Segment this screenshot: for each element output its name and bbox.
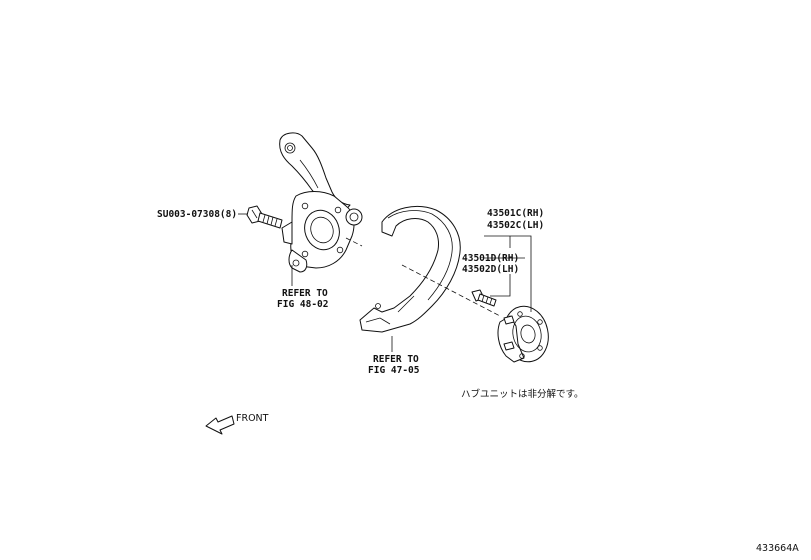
hub-part-number-lh[interactable]: 43502C(LH) (487, 220, 544, 231)
brake-dust-shield[interactable] (359, 206, 461, 333)
front-label: FRONT (236, 413, 269, 424)
knuckle-bolt[interactable] (246, 205, 283, 229)
hub-stud[interactable] (471, 289, 497, 307)
front-arrow-icon (205, 415, 235, 435)
assembly-centerline (345, 237, 501, 317)
stud-part-number-lh[interactable]: 43502D(LH) (462, 264, 519, 275)
knuckle-reference-line2[interactable]: FIG 48-02 (277, 299, 328, 310)
hub-part-number-rh[interactable]: 43501C(RH) (487, 208, 544, 219)
hub-bearing-unit[interactable] (497, 302, 553, 366)
shield-reference-line1[interactable]: REFER TO (373, 354, 419, 365)
steering-knuckle[interactable] (279, 132, 363, 273)
hub-unit-note: ハブユニットは非分解です。 (461, 388, 584, 400)
knuckle-reference-line1[interactable]: REFER TO (282, 288, 328, 299)
illustration-id: 433664A (756, 543, 799, 554)
shield-reference-line2[interactable]: FIG 47-05 (368, 365, 420, 376)
leader-lines (238, 213, 532, 352)
bolt-part-number[interactable]: SU003-07308(8) (157, 209, 237, 220)
stud-part-number-rh[interactable]: 43501D(RH) (462, 253, 519, 264)
